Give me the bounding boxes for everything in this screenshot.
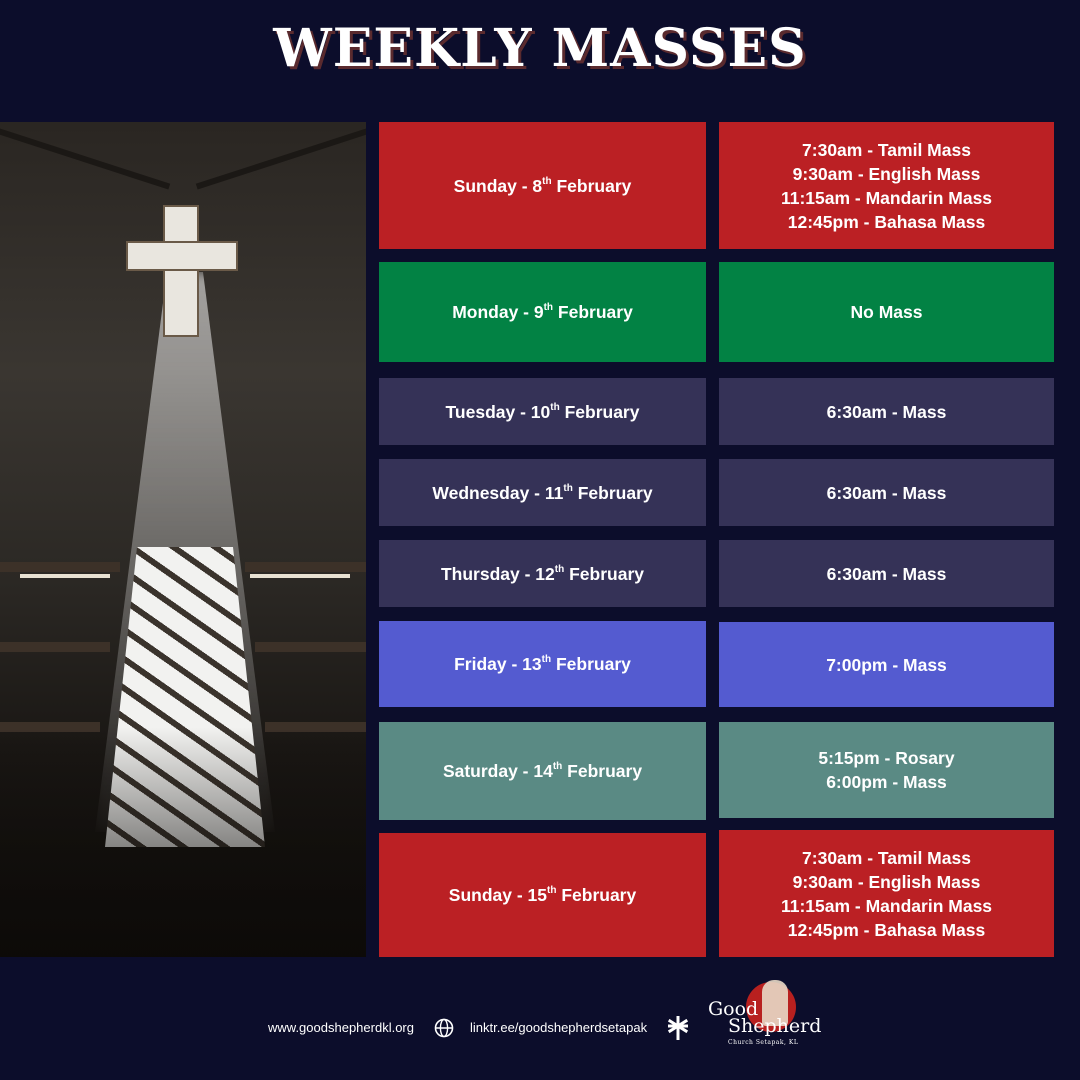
pew [0,642,110,652]
day-label: Thursday - 12th February [440,563,644,584]
pew-highlight [250,574,350,578]
logo-line-1: Good [708,998,759,1020]
day-cell-friday-13: Friday - 13th February [379,621,706,707]
mass-time: 9:30am - English Mass [792,871,981,892]
day-label: Sunday - 15th February [448,885,637,905]
globe-icon [434,1018,454,1038]
mass-time: 9:30am - English Mass [792,163,981,184]
day-cell-sunday-15: Sunday - 15th February [379,833,706,957]
cross-window-arm [126,241,238,271]
shepherd-figure-icon [762,980,788,1026]
pew [0,562,120,572]
mass-time: 6:30am - Mass [826,401,947,422]
mass-time: 6:30am - Mass [826,563,947,584]
linktree-link[interactable]: linktr.ee/goodshepherdsetapak [470,1020,648,1035]
pew-highlight [20,574,110,578]
mass-time: 12:45pm - Bahasa Mass [787,919,986,940]
mass-time: 5:15pm - Rosary [818,748,955,768]
mass-time: 11:15am - Mandarin Mass [780,187,993,208]
day-label: Tuesday - 10th February [445,401,640,422]
mass-time: 11:15am - Mandarin Mass [780,895,993,916]
day-cell-tuesday-10: Tuesday - 10th February [379,378,706,445]
day-label: Friday - 13th February [454,654,631,674]
mass-cell-friday-13: 7:00pm - Mass [719,622,1054,707]
day-cell-monday-9: Monday - 9th February [379,262,706,362]
page-title: WEEKLY MASSES [273,18,807,79]
pew [245,562,366,572]
day-cell-saturday-14: Saturday - 14th February [379,722,706,820]
roof-beam-left [0,122,171,190]
logo-line-3: Church Setapak, KL [728,1039,799,1046]
day-label: Saturday - 14th February [442,761,643,781]
day-label: Monday - 9th February [452,302,633,322]
roof-beam-right [195,122,366,190]
day-label: Sunday - 8th February [453,175,632,196]
mass-time: No Mass [850,302,923,322]
day-cell-wednesday-11: Wednesday - 11th February [379,459,706,526]
mass-cell-sunday-8: 7:30am - Tamil Mass 9:30am - English Mas… [719,122,1054,249]
good-shepherd-logo: Good Shepherd Church Setapak, KL [704,980,821,1050]
mass-cell-saturday-14: 5:15pm - Rosary 6:00pm - Mass [719,722,1054,818]
mass-cell-tuesday-10: 6:30am - Mass [719,378,1054,445]
mass-time: 12:45pm - Bahasa Mass [787,211,986,232]
linktree-icon [668,1016,688,1040]
photo-shade [0,727,366,957]
pew [255,642,366,652]
mass-cell-wednesday-11: 6:30am - Mass [719,459,1054,526]
mass-time: 7:00pm - Mass [826,654,947,675]
day-label: Wednesday - 11th February [432,482,653,503]
mass-time: 6:30am - Mass [826,482,947,503]
logo-line-2: Shepherd [728,1015,822,1037]
mass-cell-monday-9: No Mass [719,262,1054,362]
website-link[interactable]: www.goodshepherdkl.org [268,1020,414,1035]
day-cell-thursday-12: Thursday - 12th February [379,540,706,607]
footer: www.goodshepherdkl.org linktr.ee/goodshe… [0,1016,1080,1042]
mass-cell-sunday-15: 7:30am - Tamil Mass 9:30am - English Mas… [719,830,1054,957]
cross-window-icon [163,205,199,337]
day-cell-sunday-8: Sunday - 8th February [379,122,706,249]
church-interior-photo [0,122,366,957]
mass-time: 7:30am - Tamil Mass [802,847,971,868]
mass-time: 6:00pm - Mass [826,772,947,792]
mass-time: 7:30am - Tamil Mass [802,139,971,160]
mass-cell-thursday-12: 6:30am - Mass [719,540,1054,607]
